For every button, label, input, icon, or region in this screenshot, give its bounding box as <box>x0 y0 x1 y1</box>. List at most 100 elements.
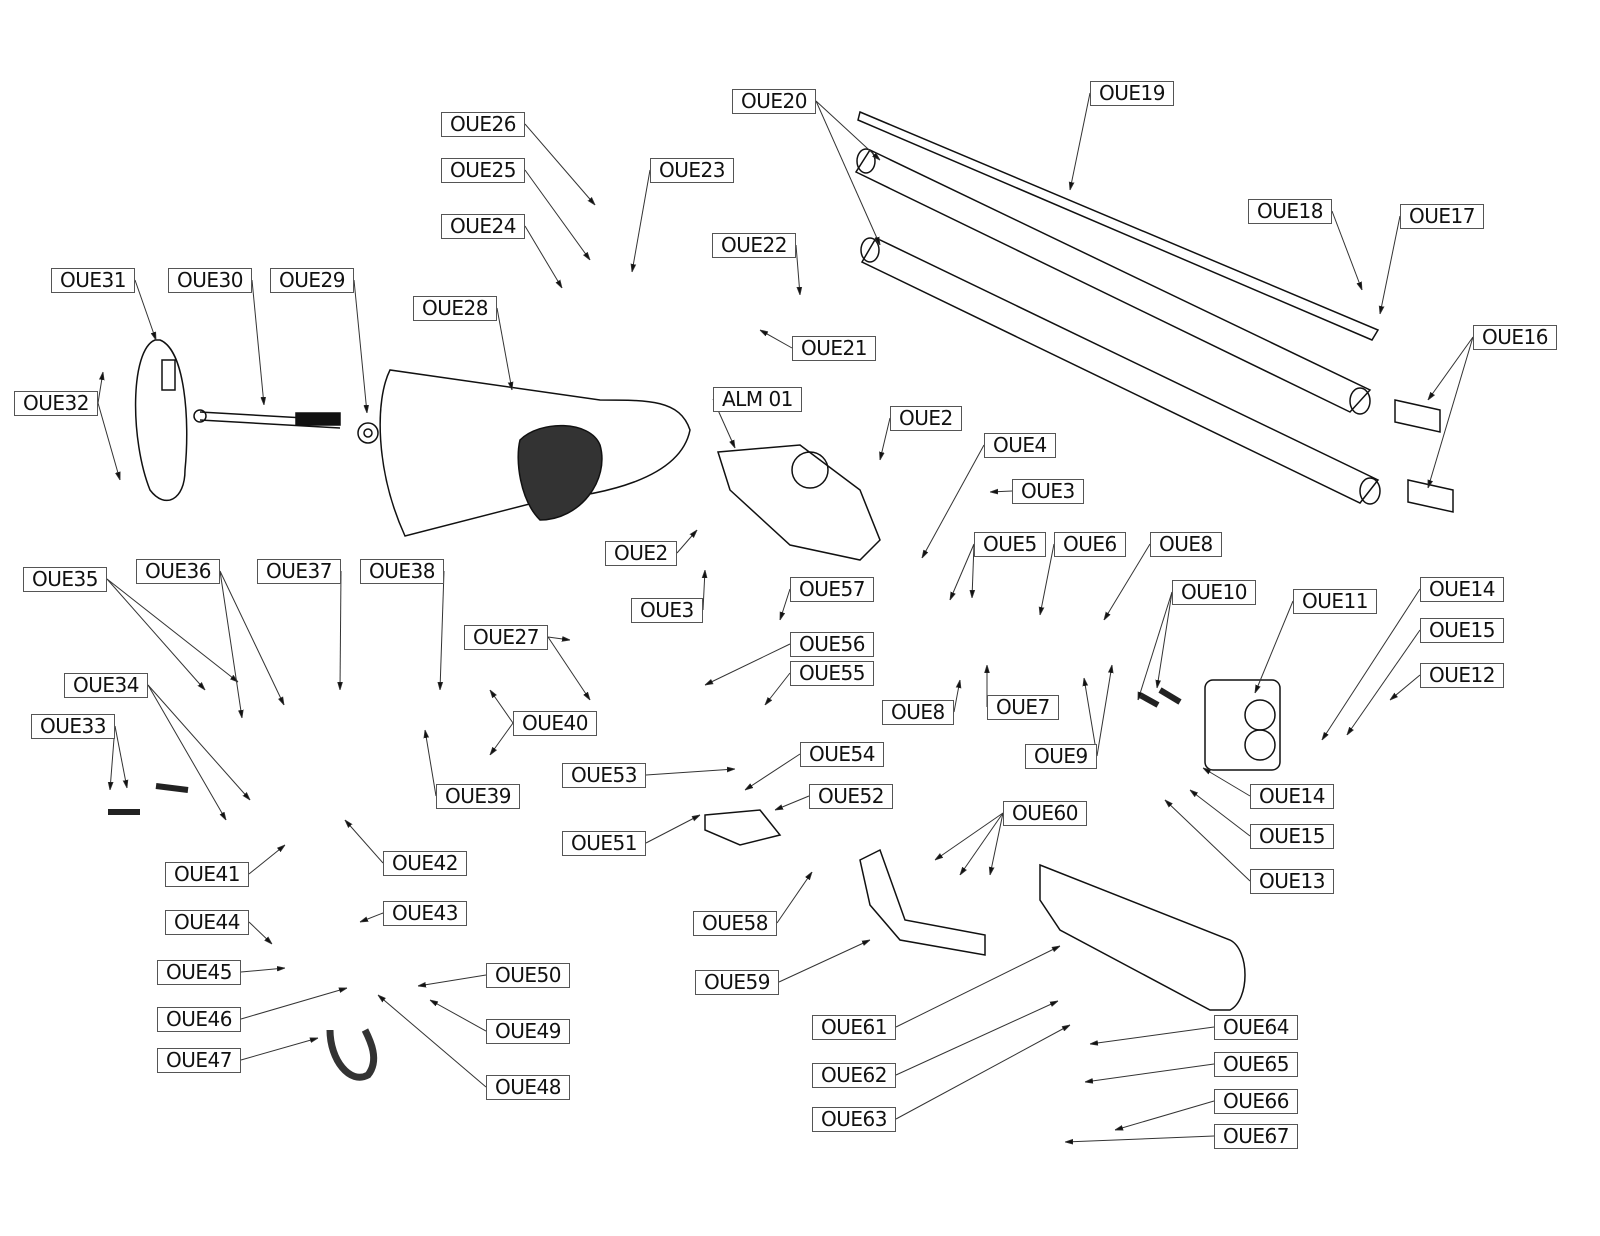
choke-tubes <box>1394 399 1454 513</box>
callout-oue10[interactable]: OUE10 <box>1172 580 1256 605</box>
callout-oue24[interactable]: OUE24 <box>441 214 525 239</box>
callout-oue66[interactable]: OUE66 <box>1214 1089 1298 1114</box>
callout-oue11[interactable]: OUE11 <box>1293 589 1377 614</box>
callout-oue2[interactable]: OUE2 <box>890 406 962 431</box>
callout-oue34[interactable]: OUE34 <box>64 673 148 698</box>
callout-oue53[interactable]: OUE53 <box>562 763 646 788</box>
callout-oue14[interactable]: OUE14 <box>1420 577 1504 602</box>
callout-oue3[interactable]: OUE3 <box>631 598 703 623</box>
callout-oue38[interactable]: OUE38 <box>360 559 444 584</box>
callout-oue6[interactable]: OUE6 <box>1054 532 1126 557</box>
callout-oue65[interactable]: OUE65 <box>1214 1052 1298 1077</box>
callout-oue20[interactable]: OUE20 <box>732 89 816 114</box>
leader-line-oue49 <box>430 1000 487 1032</box>
callout-oue52[interactable]: OUE52 <box>809 784 893 809</box>
callout-oue54[interactable]: OUE54 <box>800 742 884 767</box>
callout-oue13[interactable]: OUE13 <box>1250 869 1334 894</box>
callout-oue21[interactable]: OUE21 <box>792 336 876 361</box>
callout-oue67[interactable]: OUE67 <box>1214 1124 1298 1149</box>
callout-oue16[interactable]: OUE16 <box>1473 325 1557 350</box>
leader-line-oue51 <box>645 815 700 844</box>
callout-oue18[interactable]: OUE18 <box>1248 199 1332 224</box>
callout-oue49[interactable]: OUE49 <box>486 1019 570 1044</box>
callout-oue35[interactable]: OUE35 <box>23 567 107 592</box>
callout-oue61[interactable]: OUE61 <box>812 1015 896 1040</box>
callout-oue25[interactable]: OUE25 <box>441 158 525 183</box>
callout-oue36[interactable]: OUE36 <box>136 559 220 584</box>
callout-oue39[interactable]: OUE39 <box>436 784 520 809</box>
leader-line-oue27 <box>547 636 590 700</box>
callout-oue30[interactable]: OUE30 <box>168 268 252 293</box>
callout-oue19[interactable]: OUE19 <box>1090 81 1174 106</box>
callout-oue48[interactable]: OUE48 <box>486 1075 570 1100</box>
callout-oue37[interactable]: OUE37 <box>257 559 341 584</box>
forend-iron <box>859 848 986 956</box>
callout-oue3[interactable]: OUE3 <box>1012 479 1084 504</box>
callout-oue42[interactable]: OUE42 <box>383 851 467 876</box>
leader-line-oue9 <box>1096 665 1112 757</box>
callout-oue60[interactable]: OUE60 <box>1003 801 1087 826</box>
callout-oue58[interactable]: OUE58 <box>693 911 777 936</box>
callout-oue50[interactable]: OUE50 <box>486 963 570 988</box>
callout-oue15[interactable]: OUE15 <box>1420 618 1504 643</box>
callout-oue31[interactable]: OUE31 <box>51 268 135 293</box>
callout-oue45[interactable]: OUE45 <box>157 960 241 985</box>
callout-oue40[interactable]: OUE40 <box>513 711 597 736</box>
trigger-plate <box>704 809 782 846</box>
callout-oue23[interactable]: OUE23 <box>650 158 734 183</box>
leader-line-oue13 <box>1165 800 1251 882</box>
callout-oue43[interactable]: OUE43 <box>383 901 467 926</box>
callout-oue55[interactable]: OUE55 <box>790 661 874 686</box>
callout-oue4[interactable]: OUE4 <box>984 433 1056 458</box>
callout-oue47[interactable]: OUE47 <box>157 1048 241 1073</box>
callout-oue64[interactable]: OUE64 <box>1214 1015 1298 1040</box>
callout-oue63[interactable]: OUE63 <box>812 1107 896 1132</box>
callout-oue14[interactable]: OUE14 <box>1250 784 1334 809</box>
leader-line-oue22 <box>795 244 800 295</box>
leader-line-oue53 <box>645 769 735 776</box>
leader-line-oue57 <box>779 588 791 620</box>
callout-oue57[interactable]: OUE57 <box>790 577 874 602</box>
callout-oue26[interactable]: OUE26 <box>441 112 525 137</box>
callout-oue62[interactable]: OUE62 <box>812 1063 896 1088</box>
leader-line-oue5 <box>950 543 975 600</box>
callout-oue51[interactable]: OUE51 <box>562 831 646 856</box>
callout-oue46[interactable]: OUE46 <box>157 1007 241 1032</box>
leader-line-oue3 <box>703 570 705 611</box>
callout-oue2[interactable]: OUE2 <box>605 541 677 566</box>
callout-oue56[interactable]: OUE56 <box>790 632 874 657</box>
callout-oue27[interactable]: OUE27 <box>464 625 548 650</box>
callout-oue22[interactable]: OUE22 <box>712 233 796 258</box>
callout-alm01[interactable]: ALM 01 <box>713 387 802 412</box>
callout-oue8[interactable]: OUE8 <box>882 700 954 725</box>
callout-oue12[interactable]: OUE12 <box>1420 663 1504 688</box>
leader-line-oue56 <box>705 643 791 685</box>
leader-line-oue32 <box>97 372 103 404</box>
leader-line-oue5 <box>972 543 974 598</box>
callout-oue5[interactable]: OUE5 <box>974 532 1046 557</box>
callout-oue33[interactable]: OUE33 <box>31 714 115 739</box>
leader-line-oue55 <box>765 672 791 705</box>
callout-oue7[interactable]: OUE7 <box>987 695 1059 720</box>
leader-line-oue15 <box>1347 629 1421 735</box>
leader-line-oue67 <box>1065 1135 1215 1142</box>
leader-line-oue36 <box>219 570 242 718</box>
callout-oue15[interactable]: OUE15 <box>1250 824 1334 849</box>
callout-oue28[interactable]: OUE28 <box>413 296 497 321</box>
callout-oue9[interactable]: OUE9 <box>1025 744 1097 769</box>
leader-line-oue14 <box>1322 588 1421 740</box>
leader-line-oue61 <box>895 946 1060 1028</box>
leader-line-oue8 <box>953 680 960 713</box>
callout-oue8[interactable]: OUE8 <box>1150 532 1222 557</box>
leader-line-oue34 <box>147 684 250 800</box>
callout-oue32[interactable]: OUE32 <box>14 391 98 416</box>
rib <box>857 110 1380 341</box>
callout-oue17[interactable]: OUE17 <box>1400 204 1484 229</box>
callout-oue41[interactable]: OUE41 <box>165 862 249 887</box>
callout-oue29[interactable]: OUE29 <box>270 268 354 293</box>
leader-line-oue12 <box>1390 674 1421 700</box>
callout-oue44[interactable]: OUE44 <box>165 910 249 935</box>
callout-oue59[interactable]: OUE59 <box>695 970 779 995</box>
